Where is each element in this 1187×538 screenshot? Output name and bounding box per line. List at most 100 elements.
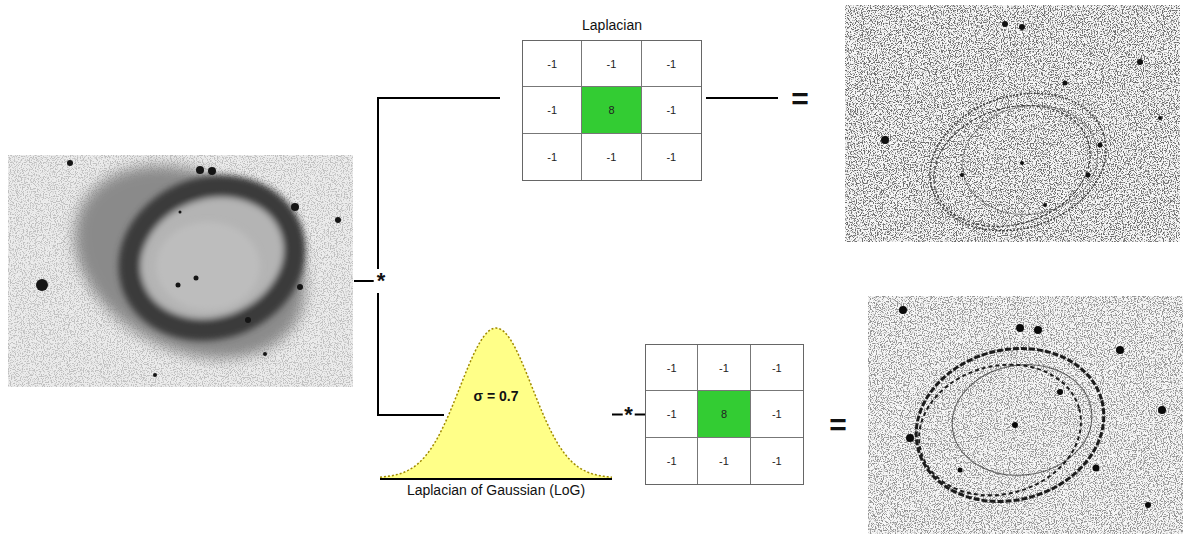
filter-name: Laplacian of Gaussian (LoG)	[380, 482, 612, 498]
kernel-cell: -1	[751, 438, 803, 484]
kernel-cell: -1	[751, 345, 803, 391]
log-result-image	[868, 296, 1183, 534]
kernel-value: -1	[607, 151, 617, 163]
kernel-cell: -1	[646, 391, 698, 437]
star	[263, 352, 267, 356]
kernel-value: 8	[721, 408, 727, 420]
kernel-cell: 8	[582, 87, 641, 133]
star	[1145, 502, 1151, 508]
star	[179, 211, 182, 214]
kernel-cell: -1	[582, 41, 641, 87]
kernel-cell: -1	[523, 87, 582, 133]
star	[899, 306, 907, 314]
star	[36, 279, 48, 291]
edge-ring	[899, 328, 1121, 522]
nebula-ring	[109, 163, 315, 352]
kernel-cell: -1	[642, 87, 701, 133]
image-noise	[868, 296, 1183, 534]
edge-ring	[954, 95, 1107, 225]
wire	[377, 97, 500, 99]
star	[1012, 422, 1018, 428]
gaussian-curve: σ = 0.7Laplacian of Gaussian (LoG)	[380, 322, 612, 502]
kernel-cell: -1	[698, 345, 750, 391]
kernel-value: -1	[719, 455, 729, 467]
kernel-value: -1	[666, 104, 676, 116]
kernel-grid: -1 -1 -1 -1 8 -1 -1 -1 -1	[645, 344, 804, 485]
star	[906, 434, 914, 442]
wires	[354, 98, 778, 415]
kernel-value: -1	[666, 58, 676, 70]
star	[1016, 324, 1024, 332]
gaussian-outline	[380, 322, 612, 502]
gaussian-fill	[380, 328, 612, 478]
stars	[881, 21, 1162, 207]
star	[194, 276, 199, 281]
kernel-cell: -1	[751, 391, 803, 437]
gaussian-curve-line	[380, 328, 612, 477]
edge-rings	[912, 71, 1124, 242]
kernel-grid: Laplacian-1-1-1-18-1-1-1-1	[522, 40, 702, 181]
wire	[377, 98, 379, 415]
star	[1019, 24, 1025, 30]
kernel-value: -1	[547, 58, 557, 70]
wire	[377, 414, 444, 416]
star	[1158, 406, 1166, 414]
equals-sign: =	[788, 83, 812, 115]
star	[1043, 203, 1047, 207]
image-ground	[868, 296, 1183, 534]
gaussian-baseline	[380, 478, 612, 480]
wire	[706, 97, 778, 99]
star	[1093, 465, 1100, 472]
star	[1116, 346, 1124, 354]
source-image	[8, 155, 353, 387]
star	[1020, 161, 1024, 165]
nebula-core	[156, 222, 260, 310]
laplacian-result-image	[845, 5, 1180, 242]
star	[960, 173, 964, 177]
star	[1063, 81, 1068, 86]
kernel-cell: 8	[698, 391, 750, 437]
star	[1002, 21, 1008, 27]
edge-ring	[904, 347, 1096, 513]
image-noise	[845, 5, 1180, 242]
stars	[899, 306, 1166, 508]
kernel-value: -1	[772, 455, 782, 467]
kernel-cell: -1	[523, 134, 582, 180]
kernel-cell: -1	[698, 438, 750, 484]
kernel-cell: -1	[523, 41, 582, 87]
star	[196, 166, 204, 174]
kernel-value: -1	[667, 408, 677, 420]
nebula-haze	[41, 155, 339, 387]
kernel-cell: -1	[582, 134, 641, 180]
sigma-label: σ = 0.7	[380, 388, 612, 404]
star	[1158, 116, 1162, 120]
convolution-symbol: *	[622, 403, 635, 427]
star	[153, 373, 157, 377]
edge-rings	[899, 328, 1121, 522]
star	[881, 136, 889, 144]
star	[1086, 173, 1091, 178]
kernel-title: Laplacian	[523, 17, 701, 33]
stars	[36, 160, 341, 377]
kernel-value: -1	[547, 104, 557, 116]
star	[176, 283, 181, 288]
edge-ring	[912, 71, 1124, 242]
star	[1137, 59, 1143, 65]
edge-ring	[918, 86, 1106, 242]
kernel-cell: -1	[646, 438, 698, 484]
kernel-value: -1	[607, 58, 617, 70]
star	[297, 284, 303, 290]
kernel-value: -1	[719, 362, 729, 374]
kernel-cell: -1	[642, 41, 701, 87]
kernel-cell: -1	[642, 134, 701, 180]
kernel-value: 8	[608, 104, 614, 116]
star	[1034, 326, 1042, 334]
star	[245, 317, 251, 323]
star	[1098, 143, 1103, 148]
kernel-value: -1	[667, 362, 677, 374]
kernel-value: -1	[772, 362, 782, 374]
edge-ring	[945, 356, 1099, 484]
image-ground	[845, 5, 1180, 242]
convolution-symbol: *	[374, 269, 389, 293]
star	[67, 160, 73, 166]
